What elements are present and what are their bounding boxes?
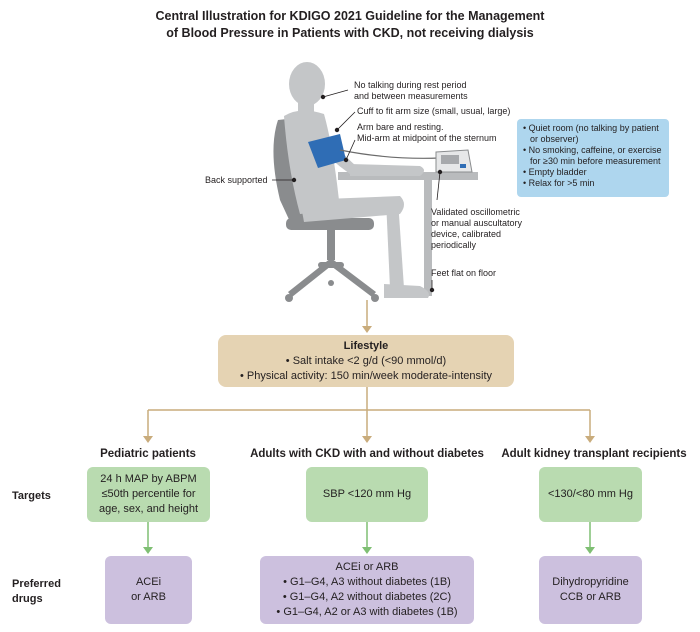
drug-pediatric-box: ACEi or ARB — [105, 556, 192, 624]
drug-transplant-box: Dihydropyridine CCB or ARB — [539, 556, 642, 624]
row-label-targets: Targets — [12, 490, 51, 502]
annotation-device: Validated oscillometric or manual auscul… — [431, 207, 523, 250]
seated-person-icon — [284, 62, 429, 298]
bp-cuff-icon — [308, 134, 346, 168]
row-label-drugs: Preferred drugs — [12, 578, 61, 605]
target-pediatric-box: 24 h MAP by ABPM ≤50th percentile for ag… — [87, 467, 210, 522]
flow-connectors — [143, 300, 595, 443]
condition-item: • Empty bladder — [523, 167, 587, 177]
drug-adults-box: ACEi or ARB • G1–G4, A3 without diabetes… — [260, 556, 474, 624]
target-adults-box: SBP <120 mm Hg — [306, 467, 428, 522]
annotation-no-talking: No talking during rest period and betwee… — [354, 80, 468, 101]
column-header-transplant: Adult kidney transplant recipients — [501, 448, 687, 460]
condition-item: • No smoking, caffeine, or exercise for … — [523, 145, 662, 166]
lifestyle-box: Lifestyle • Salt intake <2 g/d (<90 mmol… — [218, 335, 514, 387]
title-line-1: Central Illustration for KDIGO 2021 Guid… — [155, 9, 545, 23]
condition-item: • Relax for >5 min — [523, 178, 595, 188]
page-title: Central Illustration for KDIGO 2021 Guid… — [0, 8, 700, 42]
annotation-back: Back supported — [205, 175, 268, 185]
target-transplant-box: <130/<80 mm Hg — [539, 467, 642, 522]
condition-item: • Quiet room (no talking by patient or o… — [523, 123, 659, 144]
annotation-feet: Feet flat on floor — [431, 268, 497, 278]
bp-monitor-icon — [435, 149, 473, 173]
lifestyle-salt: • Salt intake <2 g/d (<90 mmol/d) — [285, 355, 447, 367]
annotation-arm: Arm bare and resting. Mid-arm at midpoin… — [357, 122, 497, 143]
annotation-cuff: Cuff to fit arm size (small, usual, larg… — [357, 106, 511, 116]
column-header-adults: Adults with CKD with and without diabete… — [250, 448, 484, 460]
lifestyle-title: Lifestyle — [343, 340, 389, 352]
column-header-pediatric: Pediatric patients — [100, 448, 196, 460]
title-line-2: of Blood Pressure in Patients with CKD, … — [166, 26, 534, 40]
measurement-conditions-box: • Quiet room (no talking by patient or o… — [517, 119, 669, 197]
lifestyle-activity: • Physical activity: 150 min/week modera… — [239, 370, 493, 382]
